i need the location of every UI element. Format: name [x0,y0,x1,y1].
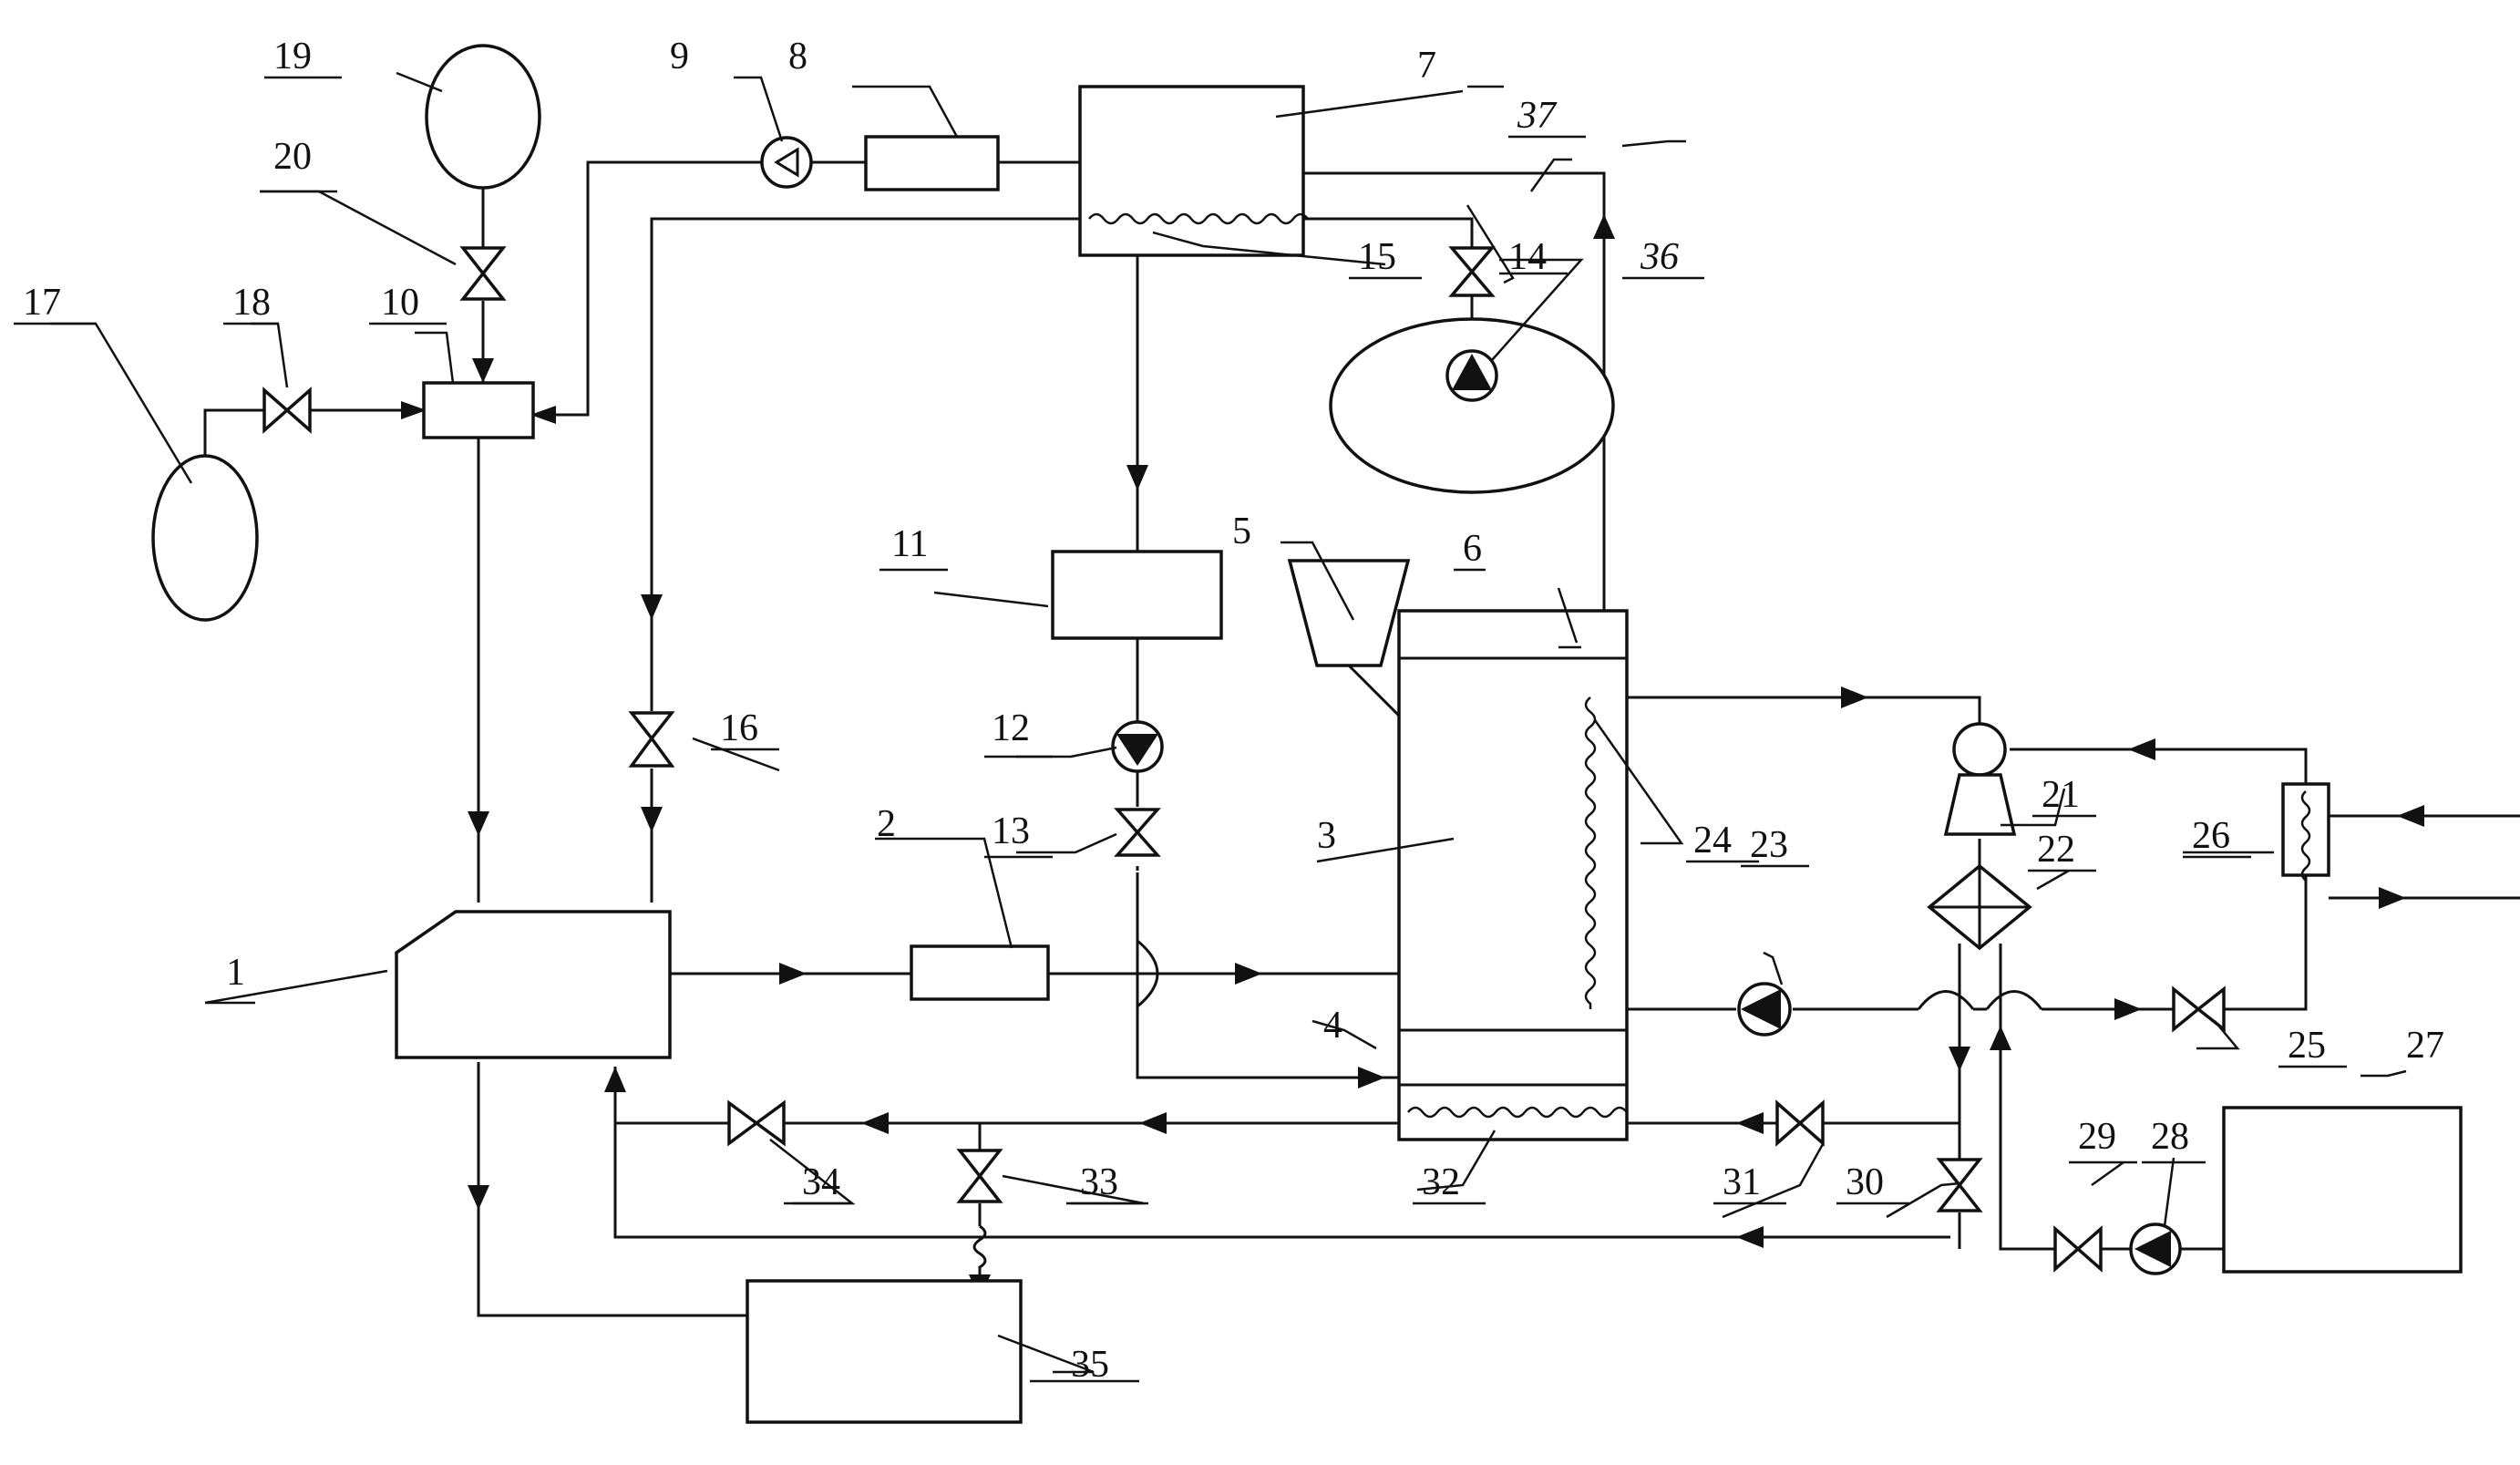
label-35: 35 [1071,1344,1109,1386]
tank-3 [1399,611,1627,1140]
pump-28 [2131,1224,2180,1274]
pump-23 [1739,984,1790,1035]
label-6: 6 [1463,528,1482,570]
mixer-10 [424,383,533,438]
label-8: 8 [788,36,807,77]
label-18: 18 [232,282,271,324]
label-22: 22 [2037,829,2075,871]
label-31: 31 [1723,1161,1761,1203]
label-15: 15 [1358,236,1396,278]
label-24: 24 [1693,820,1732,861]
label-7: 7 [1417,45,1436,87]
label-21: 21 [2042,774,2080,816]
label-1: 1 [226,952,245,994]
valve-34 [729,1103,784,1143]
label-16: 16 [720,707,758,749]
unit-2 [911,946,1048,999]
filter-22 [1929,866,2030,948]
label-30: 30 [1846,1161,1884,1203]
tank-19 [427,46,540,188]
label-33: 33 [1080,1161,1118,1203]
valve-31 [1777,1103,1823,1143]
label-5: 5 [1232,511,1251,552]
unit-8 [866,137,998,190]
label-25: 25 [2288,1025,2326,1067]
label-20: 20 [273,136,312,178]
unit-1-engine [396,912,670,1057]
label-36: 36 [1640,236,1679,278]
reservoir-14 [1331,319,1613,492]
label-9: 9 [670,36,689,77]
unit-7 [1080,87,1303,255]
pump-36 [1447,351,1497,400]
pump-12 [1113,722,1162,771]
ejector-21 [1946,724,2014,834]
label-29: 29 [2078,1116,2116,1158]
valve-20 [463,248,503,299]
label-28: 28 [2151,1116,2189,1158]
valve-16 [632,713,672,766]
label-4: 4 [1323,1005,1342,1047]
valve-37 [1452,248,1492,295]
valve-18 [264,390,310,430]
unit-27 [2224,1108,2461,1272]
label-34: 34 [802,1161,840,1203]
label-3: 3 [1317,815,1336,857]
valve-29 [2055,1229,2101,1269]
label-14: 14 [1508,236,1547,278]
tank-17 [153,456,257,620]
valve-13 [1117,810,1157,855]
label-32: 32 [1422,1161,1460,1203]
label-26: 26 [2192,815,2230,857]
label-17: 17 [23,282,61,324]
label-2: 2 [877,803,896,845]
unit-11 [1053,552,1221,638]
label-11: 11 [891,523,928,565]
label-37: 37 [1517,95,1558,137]
unit-35 [747,1281,1021,1422]
label-23: 23 [1750,824,1788,866]
label-10: 10 [381,282,419,324]
valves [264,248,2224,1269]
valve-33 [960,1150,1000,1202]
label-13: 13 [992,810,1030,852]
label-12: 12 [992,707,1030,749]
label-27: 27 [2406,1025,2444,1067]
pump-9 [762,138,811,187]
label-19: 19 [273,36,312,77]
leader-lines [50,73,2406,1372]
